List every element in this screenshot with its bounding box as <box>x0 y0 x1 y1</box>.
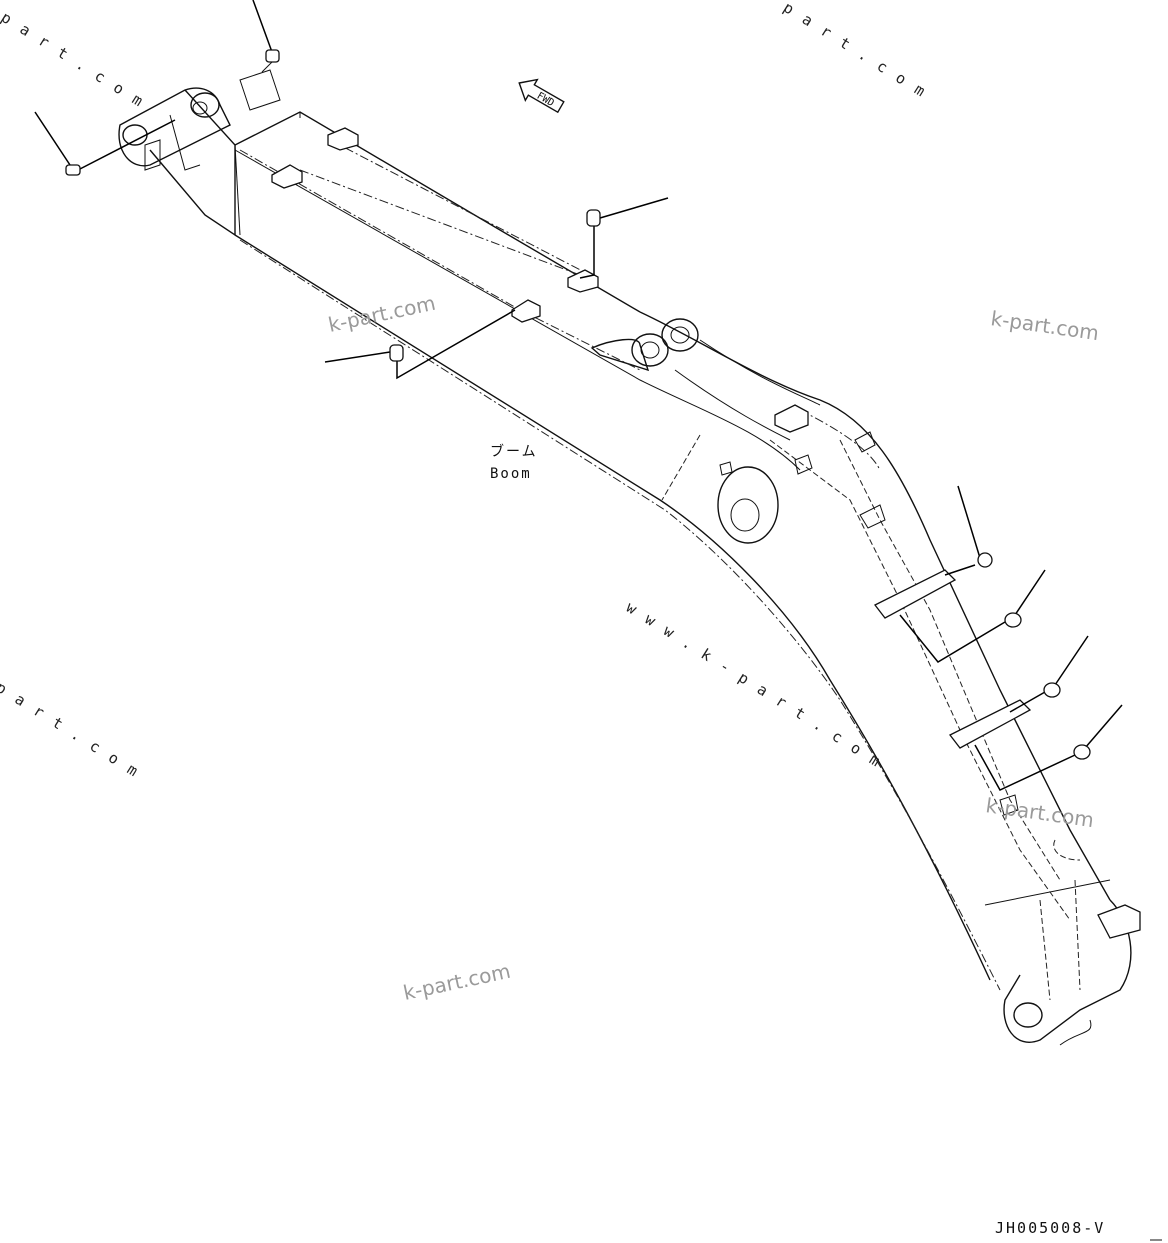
front-direction-arrow-icon: FWD <box>518 78 565 114</box>
grease-fitting-foot-top <box>252 0 280 73</box>
watermark-kpart-4: k-part.com <box>401 959 513 1005</box>
grease-fitting-mid-upper <box>579 197 669 279</box>
boom-label-en: Boom <box>490 466 532 482</box>
grease-fitting-mid-lower <box>324 309 516 380</box>
watermark-spaced-3: w w w . k - p a r t . c o m <box>623 598 885 771</box>
front-arrow-label: FWD <box>535 91 556 110</box>
grease-fitting-front-3 <box>1009 635 1089 713</box>
drawing-code: JH005008-V <box>995 1219 1105 1237</box>
watermark-spaced-2: w w w . k - p a r t . c o m <box>668 0 930 101</box>
boom-label-ja: ブーム <box>490 443 538 460</box>
watermark-spaced-1: p a r t . c o m <box>0 8 148 111</box>
watermark-kpart-1: k-part.com <box>326 291 438 337</box>
grease-piping <box>239 139 1092 1046</box>
watermark-kpart-2: k-part.com <box>989 306 1100 345</box>
grease-fitting-front-2 <box>899 569 1046 663</box>
grease-fitting-front-4 <box>974 704 1123 791</box>
watermark-kpart-3: k-part.com <box>984 793 1095 832</box>
watermark-spaced-4: p a r t . c o m <box>0 678 143 781</box>
boom-cylinder-boss <box>590 318 821 441</box>
arm-cylinder-boss <box>661 434 779 544</box>
grease-fitting-front-1 <box>944 485 993 576</box>
boom-body <box>149 89 1132 1043</box>
boom-foot <box>118 69 281 171</box>
grease-fitting-foot-left <box>34 111 176 176</box>
